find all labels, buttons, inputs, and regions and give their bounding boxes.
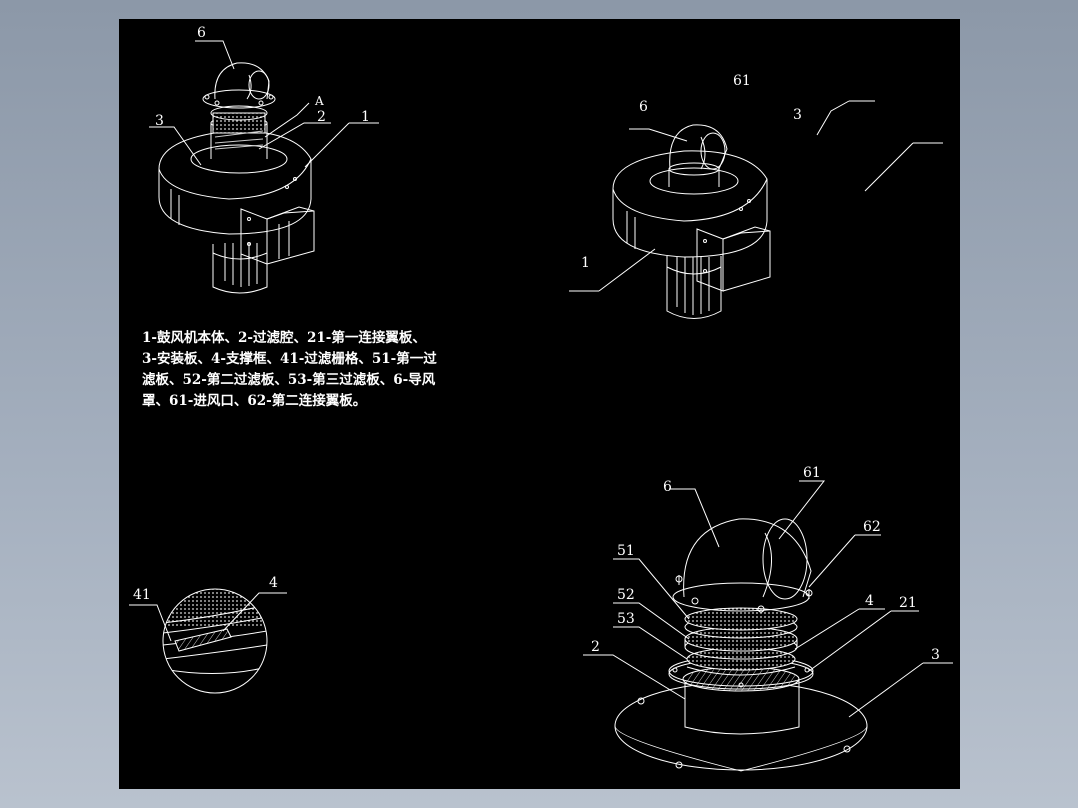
- detail-view-filter-grid: [129, 588, 287, 694]
- legend-line-3: 滤板、52-第二过滤板、53-第三过滤板、6-导风: [142, 372, 436, 388]
- leader-e-6: [669, 488, 720, 548]
- leader-e-21: [808, 610, 919, 672]
- exploded-label-2: 2: [591, 639, 600, 655]
- view1-label-6: 6: [197, 25, 206, 41]
- exploded-label-3: 3: [931, 647, 940, 663]
- leader-e-61: [778, 480, 826, 540]
- leader-2-6: [629, 128, 688, 142]
- view-2-assembled-blower: [569, 100, 943, 319]
- view1-label-A: A: [314, 94, 324, 108]
- view2-label-1: 1: [581, 255, 590, 271]
- exploded-labels: 6 61 62 51 52 53 4 21 2 3: [591, 465, 940, 663]
- leader-1-2: [258, 122, 331, 150]
- leader-detail-4: [222, 592, 287, 632]
- leader-1-A: [264, 102, 310, 138]
- legend-line-2: 3-安装板、4-支撑框、41-过滤栅格、51-第一过: [142, 351, 437, 367]
- view-1-assembled-blower: [149, 40, 379, 294]
- view2-label-3: 3: [793, 107, 802, 123]
- legend-line-1: 1-鼓风机本体、2-过滤腔、21-第一连接翼板、: [142, 330, 426, 346]
- leader-e-4: [794, 608, 885, 650]
- view1-label-1: 1: [361, 109, 370, 125]
- exploded-label-51: 51: [617, 543, 635, 559]
- detail-labels: 41 4: [133, 575, 278, 603]
- legend-line-4: 罩、61-进风口、62-第二连接翼板。: [142, 393, 367, 409]
- exploded-label-6: 6: [663, 479, 672, 495]
- leader-2-3: [864, 142, 943, 192]
- view1-label-3: 3: [155, 113, 164, 129]
- view1-label-2: 2: [317, 109, 326, 125]
- leader-e-3: [848, 662, 953, 718]
- leader-e-53: [613, 626, 688, 660]
- view2-label-6: 6: [639, 99, 648, 115]
- exploded-label-62: 62: [863, 519, 881, 535]
- view2-label-61: 61: [733, 73, 751, 89]
- leader-e-62: [808, 534, 881, 588]
- leader-2-1: [569, 248, 656, 292]
- leader-e-51: [613, 558, 690, 620]
- cad-drawing: 6 A 2 3 1 61 6 3 1 41 4 6 61 62 51 52 53…: [129, 25, 953, 772]
- leader-2-61: [816, 100, 875, 136]
- exploded-label-21: 21: [899, 595, 917, 611]
- drawing-sheet: 6 A 2 3 1 61 6 3 1 41 4 6 61 62 51 52 53…: [119, 19, 960, 789]
- exploded-view: [583, 480, 953, 772]
- leader-e-52: [613, 602, 690, 640]
- leader-1-3: [149, 126, 202, 166]
- exploded-label-53: 53: [617, 611, 635, 627]
- detail-label-41: 41: [133, 587, 151, 603]
- leader-detail-41: [129, 604, 172, 642]
- leader-e-2: [583, 654, 686, 700]
- exploded-label-4: 4: [865, 593, 874, 609]
- view-1-labels: 6 A 2 3 1: [155, 25, 370, 129]
- exploded-label-52: 52: [617, 587, 635, 603]
- leader-1-6: [195, 40, 235, 70]
- leader-1-1: [304, 122, 379, 168]
- detail-label-4: 4: [269, 575, 278, 591]
- exploded-label-61: 61: [803, 465, 821, 481]
- view-2-labels: 61 6 3 1: [581, 73, 802, 271]
